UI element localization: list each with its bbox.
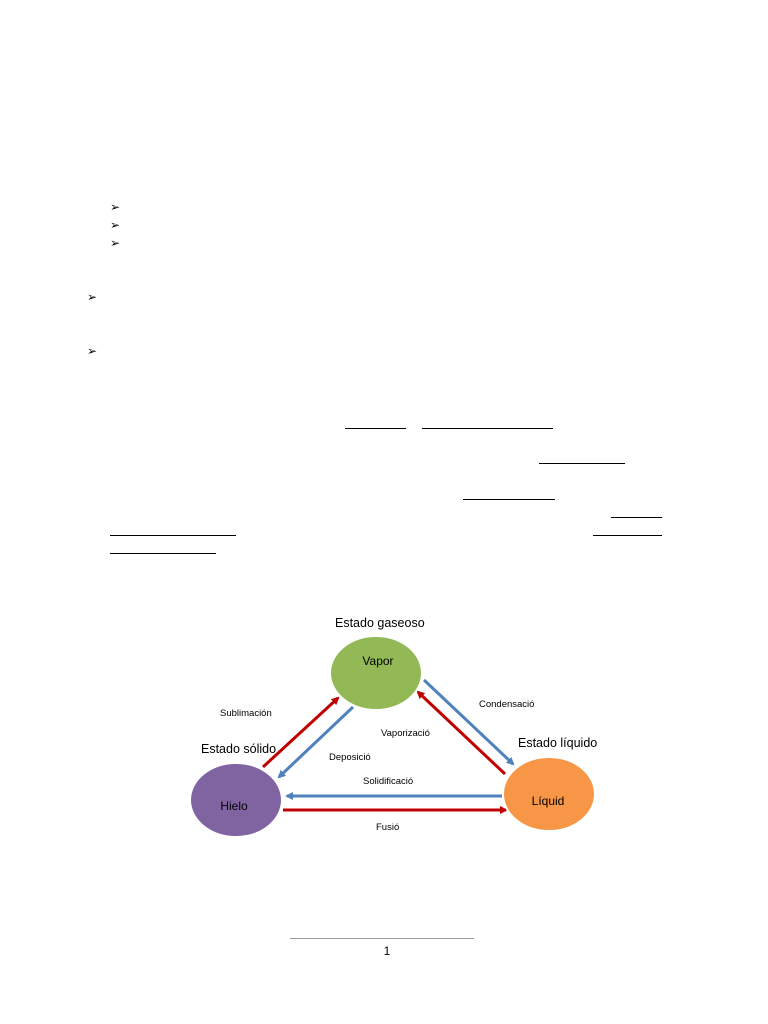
liquid-label: Líquid xyxy=(532,794,565,808)
bullet-marker: ➢ xyxy=(110,200,121,214)
blank-underline xyxy=(422,428,553,429)
page-number: 1 xyxy=(383,944,391,958)
blank-underline xyxy=(110,535,236,536)
fusion-label: Fusió xyxy=(376,822,399,833)
solidification-label: Solidificació xyxy=(363,776,413,787)
sublimation-arrow xyxy=(261,696,340,769)
blank-underline xyxy=(611,517,662,518)
hielo-label: Hielo xyxy=(220,799,248,813)
bullet-marker: ➢ xyxy=(87,290,98,304)
blank-underline xyxy=(463,499,555,500)
blank-underline xyxy=(593,535,662,536)
liquid-node xyxy=(502,756,596,832)
bullet-marker: ➢ xyxy=(110,218,121,232)
condensation-label: Condensació xyxy=(479,699,534,710)
footer-rule xyxy=(290,938,474,939)
gas-state-label: Estado gaseoso xyxy=(335,616,425,630)
liquid-state-label: Estado líquido xyxy=(518,736,597,750)
solid-state-label: Estado sólido xyxy=(201,742,276,756)
blank-underline xyxy=(345,428,406,429)
vaporization-label: Vaporizació xyxy=(381,728,430,739)
blank-underline xyxy=(539,463,625,464)
blank-underline xyxy=(110,553,216,554)
vapor-label: Vapor xyxy=(362,654,393,668)
deposition-label: Deposició xyxy=(329,752,371,763)
sublimation-label: Sublimación xyxy=(220,708,272,719)
condensation-arrow xyxy=(422,678,515,766)
deposition-arrow xyxy=(277,705,355,779)
bullet-marker: ➢ xyxy=(110,236,121,250)
vapor-node xyxy=(329,635,423,711)
hielo-node xyxy=(189,762,283,838)
bullet-marker: ➢ xyxy=(87,344,98,358)
vaporization-arrow xyxy=(416,690,507,776)
